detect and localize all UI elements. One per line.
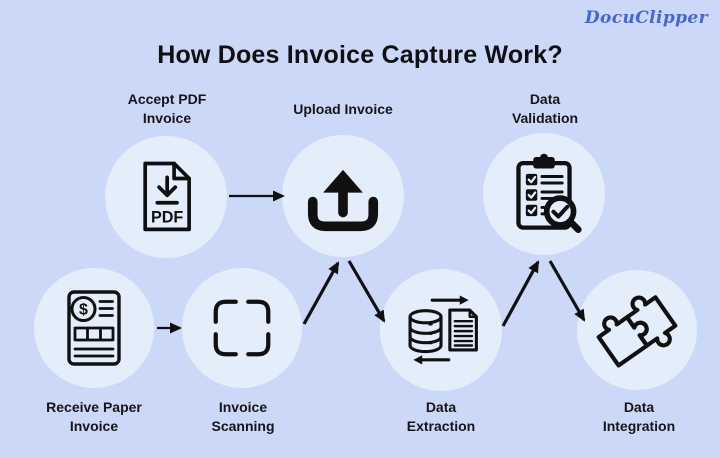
arrow-upload-to-extraction (347, 260, 386, 323)
scan-frame-icon (213, 299, 271, 357)
svg-text:$: $ (79, 302, 88, 319)
pdf-file-icon: PDF (143, 161, 191, 232)
database-document-icon (408, 295, 478, 365)
puzzle-icon (596, 295, 678, 368)
label-upload-invoice: Upload Invoice (293, 101, 393, 117)
step-receive-paper-invoice: $ (34, 268, 154, 388)
step-upload-invoice (282, 135, 404, 257)
page-title: How Does Invoice Capture Work? (157, 41, 563, 69)
step-accept-pdf-invoice: PDF (105, 136, 227, 258)
paper-invoice-icon: $ (67, 290, 121, 366)
upload-icon (307, 169, 379, 232)
clipboard-magnifier-icon (516, 153, 582, 233)
svg-text:PDF: PDF (151, 208, 183, 226)
arrow-extraction-to-validation (501, 260, 540, 327)
docuclipper-logo: DocuClipper (584, 8, 708, 28)
step-data-integration (577, 270, 697, 390)
step-data-extraction (380, 269, 502, 391)
arrow-scanning-to-upload (302, 261, 340, 325)
step-data-validation (483, 133, 605, 255)
step-invoice-scanning (182, 268, 302, 388)
